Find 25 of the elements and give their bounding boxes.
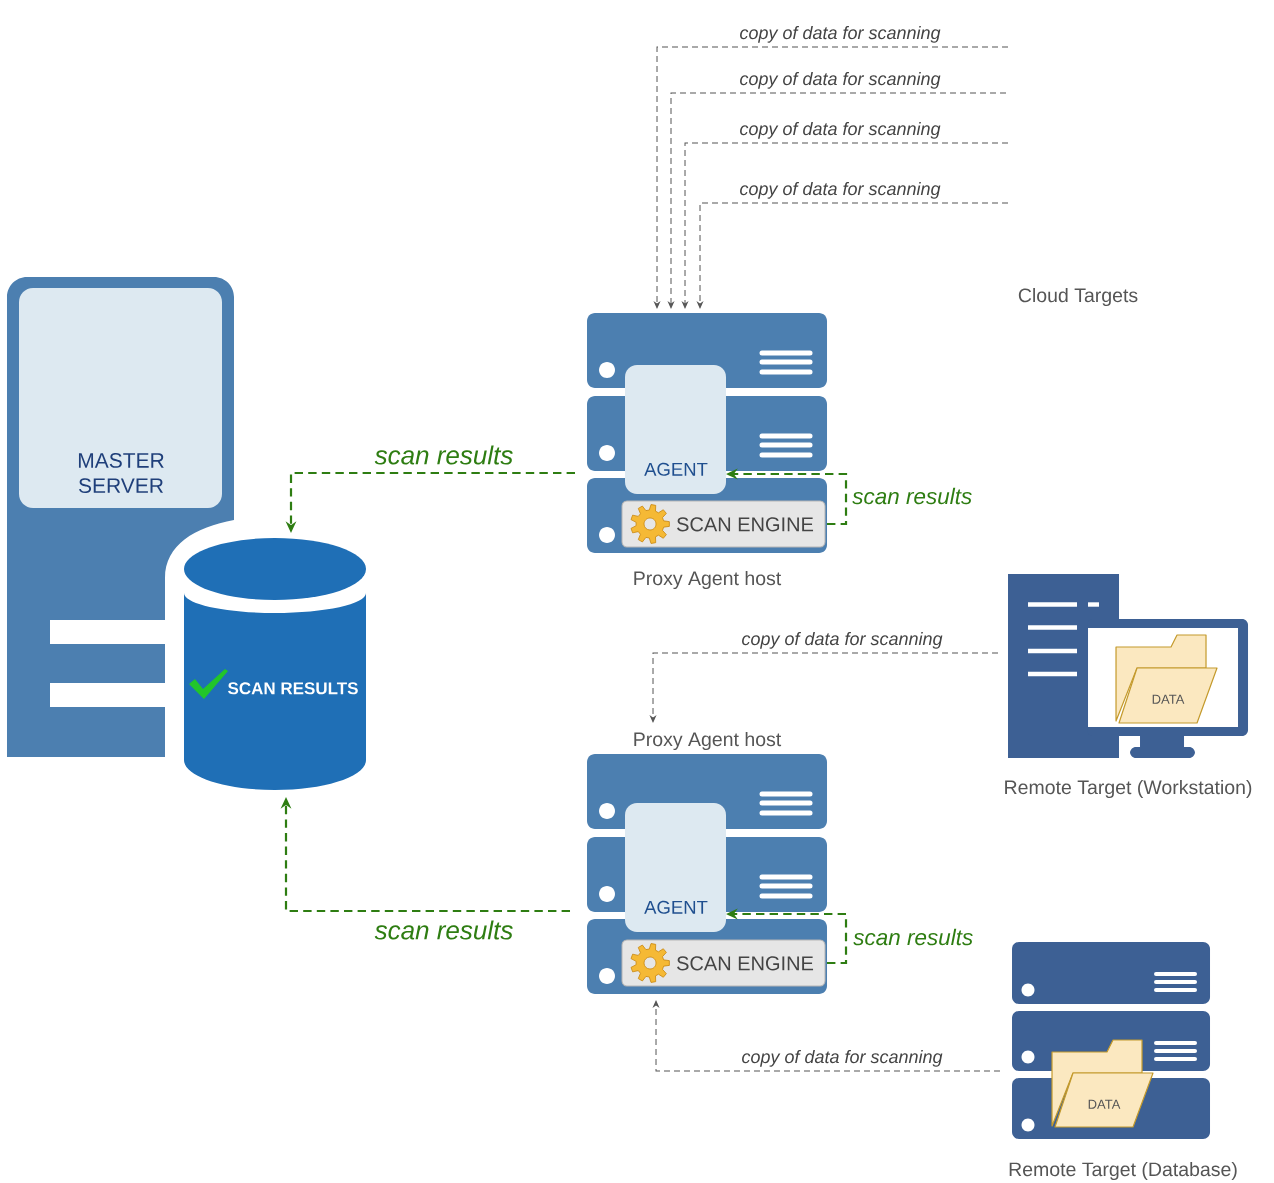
dashed-arrow bbox=[653, 1000, 1001, 1072]
dashed-arrow bbox=[650, 652, 999, 723]
dashed-arrow bbox=[654, 46, 1009, 309]
edge-label: copy of data for scanning bbox=[740, 25, 941, 43]
node-label: Proxy Agent host bbox=[634, 570, 782, 590]
dashed-arrow bbox=[697, 202, 1009, 309]
label-panel: MASTER SERVER bbox=[19, 288, 222, 508]
edge-label: scan results bbox=[852, 487, 972, 505]
edge-label: copy of data for scanning bbox=[740, 181, 941, 199]
node-label: Remote Target (Database) bbox=[1009, 1161, 1237, 1181]
edge-label: copy of data for scanning bbox=[742, 631, 943, 649]
dashed-arrow bbox=[682, 142, 1009, 309]
edge-label: scan results bbox=[374, 920, 513, 940]
edge-label: copy of data for scanning bbox=[740, 71, 941, 89]
edge-label: scan results bbox=[853, 928, 973, 946]
node-label: Proxy Agent host bbox=[634, 731, 782, 751]
database-cylinder: SCAN RESULTS bbox=[184, 538, 366, 790]
edge-label: scan results bbox=[374, 445, 513, 465]
data-folder: DATA bbox=[1115, 634, 1218, 724]
edge-label: copy of data for scanning bbox=[742, 1049, 943, 1067]
dashed-arrow bbox=[668, 92, 1007, 309]
node-label: Remote Target (Workstation) bbox=[1005, 779, 1252, 799]
group-label: Cloud Targets bbox=[1018, 287, 1138, 307]
data-folder: DATA bbox=[1051, 1039, 1154, 1128]
edge-label: copy of data for scanning bbox=[740, 121, 941, 139]
